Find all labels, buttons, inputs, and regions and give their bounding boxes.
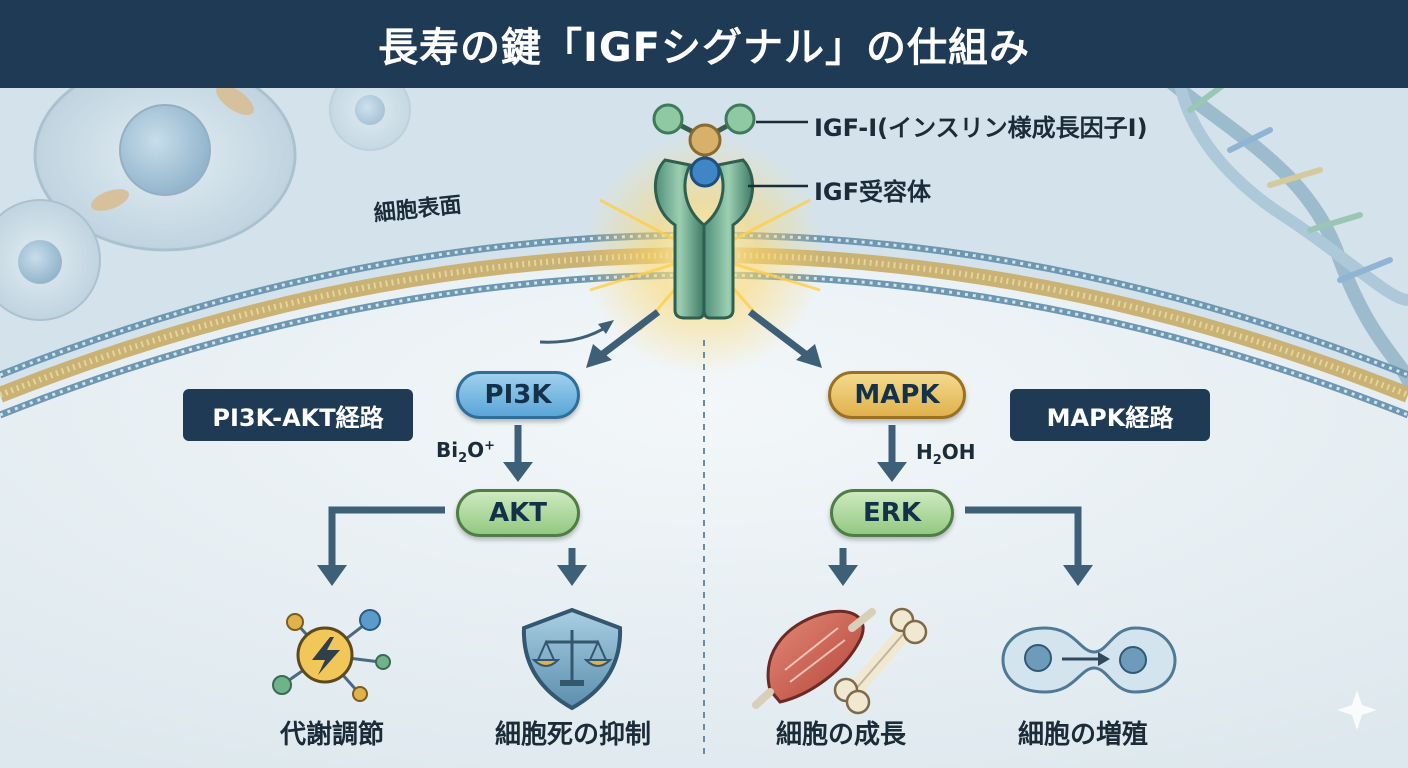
igf-ligand-icon <box>652 103 756 188</box>
molecule-label-left: Bi2O+ <box>436 438 495 466</box>
outcome-label-apoptosis-suppression: 細胞死の抑制 <box>494 720 651 750</box>
decor-cell-icon <box>0 58 411 321</box>
sparkle-icon <box>1337 690 1377 730</box>
molecule-left-sub: 2 <box>458 451 468 466</box>
molecule-label-right: H2OH <box>916 440 976 468</box>
molecule-right-sub: 2 <box>932 453 942 468</box>
pathway-name-mapk: MAPK経路 <box>1010 389 1210 441</box>
akt-node: AKT <box>456 489 580 537</box>
molecule-right-base: H <box>916 440 933 464</box>
pi3k-node: PI3K <box>456 371 580 419</box>
mapk-node: MAPK <box>828 371 966 419</box>
title-bar: 長寿の鍵「IGFシグナル」の仕組み <box>0 0 1408 88</box>
molecule-left-sup: + <box>484 438 496 454</box>
outcome-label-cell-proliferation: 細胞の増殖 <box>1017 720 1148 750</box>
molecule-left-base: Bi <box>436 438 459 462</box>
molecule-right-mid: OH <box>941 440 976 464</box>
shield-scale-icon <box>521 607 623 711</box>
molecule-left-mid: O <box>467 438 485 462</box>
cell-division-icon <box>1001 626 1177 694</box>
page-title: 長寿の鍵「IGFシグナル」の仕組み <box>377 25 1031 71</box>
muscle-bone-icon <box>752 607 928 715</box>
outcome-label-cell-growth: 細胞の成長 <box>775 720 906 750</box>
metabolism-icon <box>272 609 391 702</box>
erk-node: ERK <box>830 489 954 537</box>
ligand-label: IGF-I(インスリン様成長因子I) <box>814 114 1148 142</box>
receptor-label: IGF受容体 <box>814 178 932 206</box>
pathway-name-pi3k-akt: PI3K-AKT経路 <box>183 389 413 441</box>
outcome-label-metabolism: 代謝調節 <box>279 720 384 750</box>
igf-receptor-icon <box>653 158 755 320</box>
